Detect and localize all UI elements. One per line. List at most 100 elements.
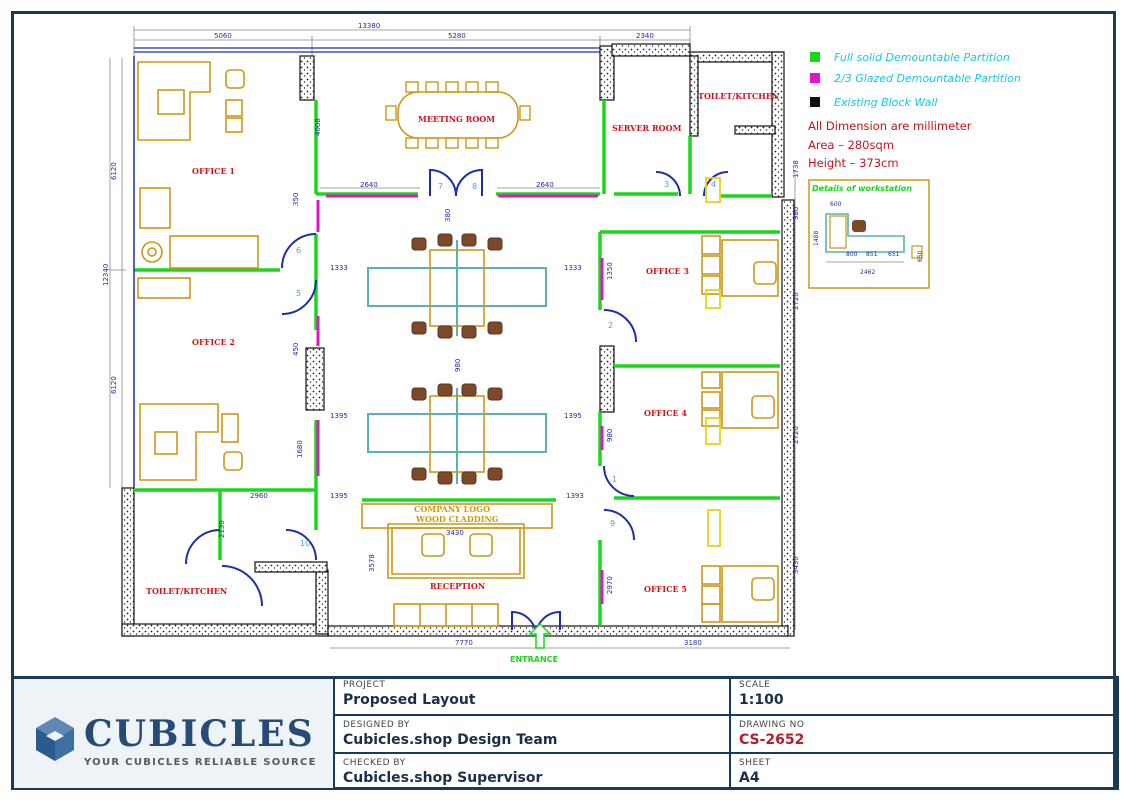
dimension-label: 3430: [446, 529, 464, 537]
logo-wall-label: WOOD CLADDING: [415, 514, 499, 524]
door-number: 8: [472, 182, 477, 191]
reception-chair: [469, 533, 493, 557]
office4-cabinet: [701, 391, 721, 409]
door-number: 7: [438, 182, 443, 191]
armchair: [139, 187, 171, 229]
office3-chair: [753, 261, 777, 285]
office4-cabinet: [701, 371, 721, 389]
legend-label: Full solid Demountable Partition: [834, 51, 1010, 64]
door-number: 3: [664, 180, 669, 189]
room-label-office3: OFFICE 3: [646, 266, 689, 276]
dimension-label: 650: [917, 250, 924, 262]
dimension-label: 2340: [636, 32, 654, 40]
project-label: PROJECT: [343, 680, 386, 690]
dimension-label: 3180: [684, 639, 702, 647]
door-numbers: 7 8 6 5 4 3 2 1 9 10: [296, 180, 716, 548]
office1-chair: [225, 117, 243, 133]
dimension-label: 5060: [214, 32, 232, 40]
room-label-office4: OFFICE 4: [644, 408, 687, 418]
office4-desk: [721, 371, 779, 429]
brand-name: CUBICLES: [84, 713, 315, 755]
dimension-label: 4008: [314, 118, 322, 136]
dimension-label: 7770: [455, 639, 473, 647]
office5-cabinet: [701, 585, 721, 605]
dimension-label: 1350: [606, 262, 614, 280]
dimension-label: 1333: [330, 264, 348, 272]
dimension-label: 3578: [368, 554, 376, 572]
sheet-value: A4: [739, 770, 760, 786]
dimension-label: 1393: [566, 492, 584, 500]
entrance-arrow-icon: [528, 622, 552, 649]
office3-desk: [721, 239, 779, 297]
dimension-label: 13380: [358, 22, 380, 30]
workstation-cluster: [367, 233, 547, 485]
office5-cabinet: [701, 565, 721, 585]
office5-desk: [721, 565, 779, 623]
project-cell: PROJECT Proposed Layout: [333, 676, 729, 714]
office1-chair: [225, 99, 243, 117]
room-label-server: SERVER ROOM: [612, 123, 682, 133]
room-label-office5: OFFICE 5: [644, 584, 687, 594]
dimension-label: 1738: [792, 160, 800, 178]
dimension-label: 6120: [110, 376, 118, 394]
office2-cabinet: [137, 277, 191, 299]
dimension-label: 800: [846, 251, 858, 258]
legend: Full solid Demountable Partition 2/3 Gla…: [808, 51, 1021, 170]
workstation-detail: Details of workstation 600 800 851 651 6…: [808, 179, 930, 289]
dimension-label: 1395: [330, 492, 348, 500]
room-label-reception: RECEPTION: [430, 581, 485, 591]
legend-label: Existing Block Wall: [834, 96, 937, 109]
drawing-no-value: CS-2652: [739, 732, 805, 748]
room-label-toilet-top: TOILET/KITCHEN: [698, 91, 779, 101]
dimension-lines: [106, 26, 796, 649]
door-number: 10: [300, 539, 310, 548]
brand-logo: CUBICLES YOUR CUBICLES RELIABLE SOURCE: [14, 679, 333, 788]
reception-desk: [387, 523, 525, 579]
scale-label: SCALE: [739, 680, 771, 690]
room-label-meeting: MEETING ROOM: [418, 114, 495, 124]
dimension-label: 2970: [606, 576, 614, 594]
reception-chair: [421, 533, 445, 557]
dimension-label: 380: [444, 209, 452, 222]
office3-chair: [701, 255, 721, 275]
brand-tagline: YOUR CUBICLES RELIABLE SOURCE: [84, 757, 317, 768]
dimension-label: 980: [606, 429, 614, 442]
sheet-label: SHEET: [739, 758, 771, 768]
dimension-label: 1395: [330, 412, 348, 420]
dimension-label: 2462: [860, 269, 875, 276]
dimension-label: 1395: [564, 412, 582, 420]
side-table: [141, 241, 163, 263]
logo-wall-label: COMPANY LOGO: [414, 504, 490, 514]
furniture: [137, 61, 779, 627]
dimension-label: 1680: [296, 440, 304, 458]
dimension-label: 350: [292, 193, 300, 206]
side-table: [147, 247, 157, 257]
legend-swatch-block: [810, 97, 820, 107]
dimension-label: 1333: [564, 264, 582, 272]
dimension-label: 6120: [110, 162, 118, 180]
dimension-label: 651: [888, 251, 900, 258]
dimension-label: 2640: [360, 181, 378, 189]
workstation-title: Details of workstation: [812, 184, 912, 193]
dimension-label: 2130: [218, 520, 226, 538]
room-label-toilet-bottom: TOILET/KITCHEN: [146, 586, 227, 596]
title-block: CUBICLES YOUR CUBICLES RELIABLE SOURCE P…: [11, 676, 1119, 790]
office2-desk: [139, 403, 219, 481]
note-text: Height – 373cm: [808, 156, 899, 170]
checked-cell: CHECKED BY Cubicles.shop Supervisor: [333, 752, 729, 790]
doors: [185, 168, 729, 637]
entrance-label: ENTRANCE: [510, 655, 558, 664]
office5-cabinet: [701, 603, 721, 623]
meeting-chairs: [385, 81, 531, 149]
dimension-texts: 13380 5060 5280 2340 2640 2640 1333 1333…: [102, 22, 800, 647]
office2-chair: [154, 431, 178, 455]
dimension-label: 450: [292, 343, 300, 356]
door-number: 6: [296, 246, 301, 255]
legend-label: 2/3 Glazed Demountable Partition: [834, 72, 1021, 85]
dimension-label: 980: [792, 207, 800, 220]
dimension-label: 5280: [448, 32, 466, 40]
scale-cell: SCALE 1:100: [729, 676, 1119, 714]
legend-swatch-solid: [810, 52, 820, 62]
drawing-no-label: DRAWING NO: [739, 720, 805, 730]
